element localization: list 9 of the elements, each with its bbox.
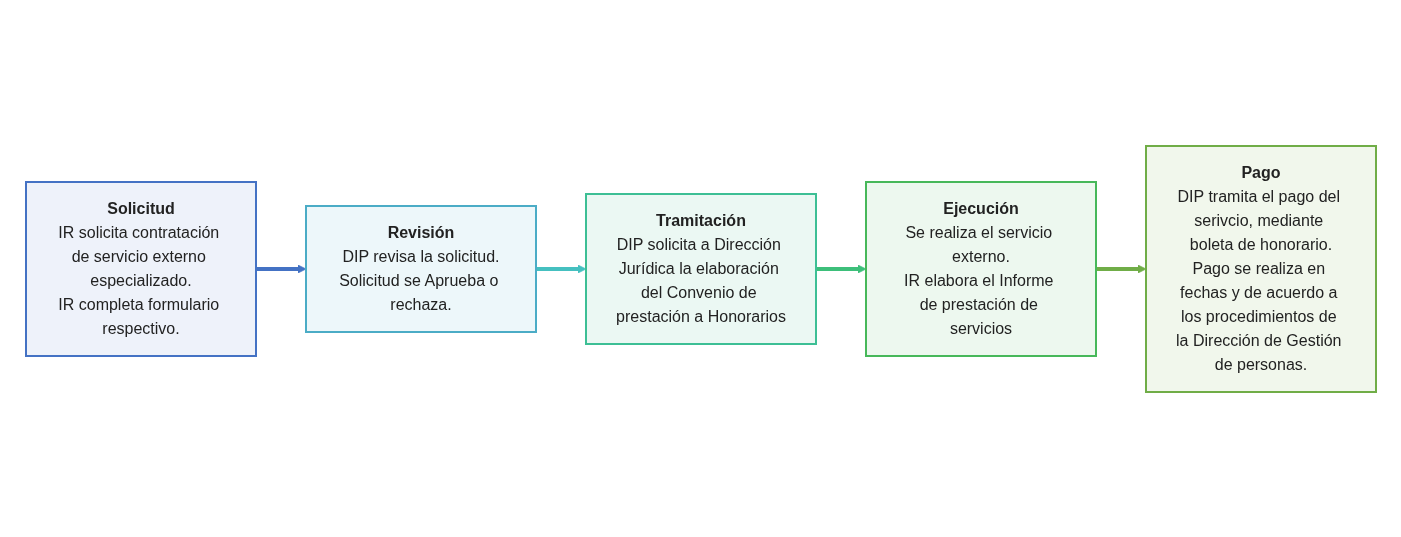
node-box: Pago DIP tramita el pago del serivcio, mediante boleta de honorario. Pago se realiza en fechas y de acuerdo a los procedimientos de la Dirección de Gestión de personas. bbox=[1144, 144, 1377, 393]
arrow bbox=[535, 264, 586, 273]
arrow bbox=[815, 264, 866, 273]
arrow bbox=[255, 264, 306, 273]
node-box: Tramitación DIP solicita a Dirección Jurídica la elaboración del Convenio de prestación a Honorarios bbox=[584, 192, 817, 345]
arrow bbox=[1095, 264, 1146, 273]
node-box: Solicitud IR solicita contratación de servicio externo especializado. IR completa formulario respectivo. bbox=[24, 180, 257, 357]
node-box: Ejecución Se realiza el servicio externo. IR elabora el Informe de prestación de servicios bbox=[864, 180, 1097, 357]
node-box: Revisión DIP revisa la solicitud. Solicitud se Aprueba o rechaza. bbox=[304, 204, 537, 333]
